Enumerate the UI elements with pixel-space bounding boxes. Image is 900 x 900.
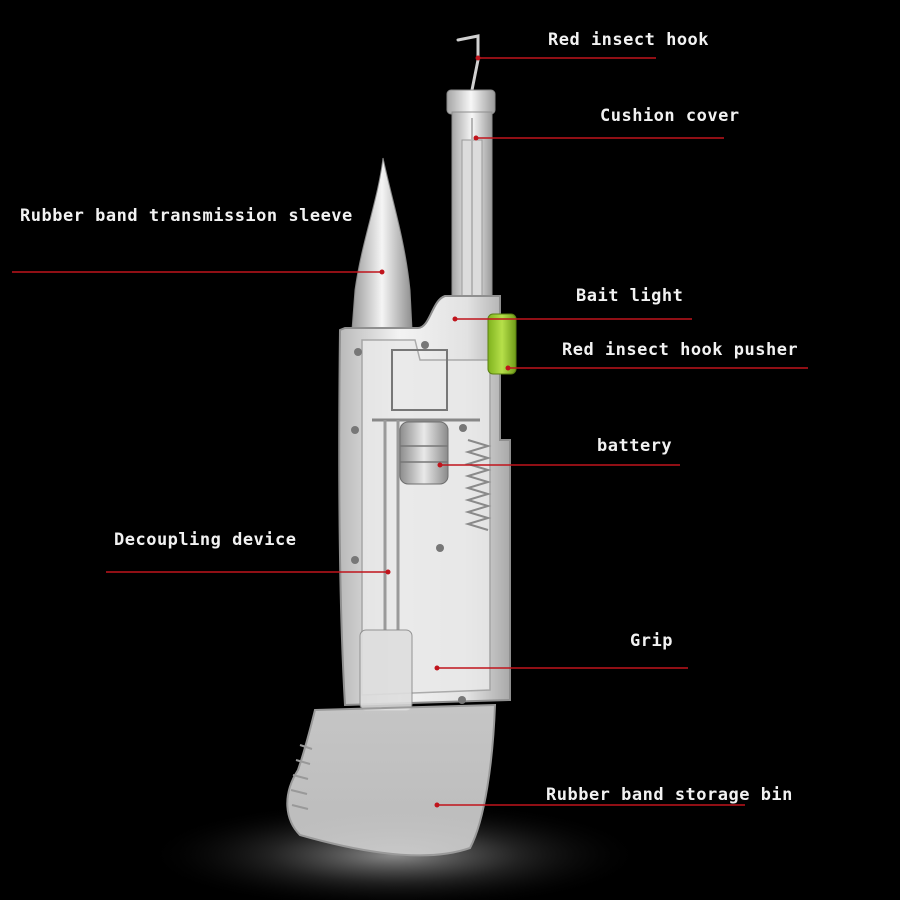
spring xyxy=(464,439,492,531)
cushion-cover-part xyxy=(446,89,496,115)
battery-part xyxy=(399,421,449,485)
label-rubber-band-storage-bin: Rubber band storage bin xyxy=(546,785,793,805)
label-bait-light: Bait light xyxy=(576,286,684,306)
rubber-band-transmission-sleeve-part xyxy=(351,157,413,331)
decoupling-device-part xyxy=(359,629,413,711)
label-grip: Grip xyxy=(630,631,673,651)
label-decoupling-device: Decoupling device xyxy=(114,530,297,550)
leader-lines xyxy=(12,55,808,808)
rubber-band-storage-bin-part xyxy=(286,703,497,857)
label-battery: battery xyxy=(597,436,673,456)
red-insect-hook-pusher-part xyxy=(487,313,517,375)
label-cushion-cover: Cushion cover xyxy=(600,106,740,126)
label-rubber-band-transmission-sleeve: Rubber band transmission sleeve xyxy=(20,206,353,226)
red-insect-hook-part xyxy=(456,34,480,92)
label-red-insect-hook-pusher: Red insect hook pusher xyxy=(562,340,799,360)
label-red-insect-hook: Red insect hook xyxy=(548,30,710,50)
